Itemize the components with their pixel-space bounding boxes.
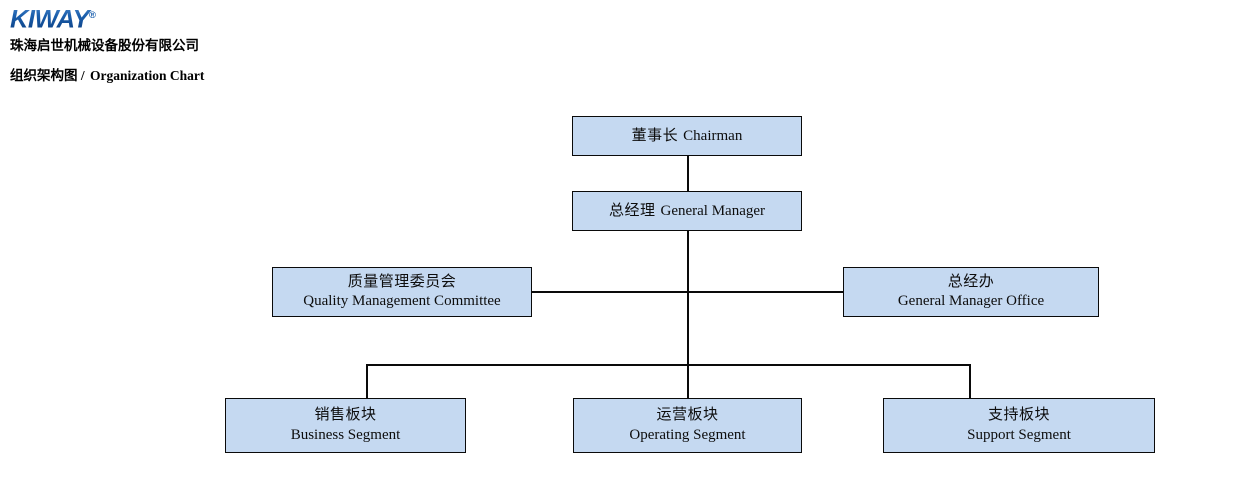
node-chairman-label-en: Chairman <box>683 127 743 144</box>
node-general-manager-label-en: General Manager <box>660 202 766 219</box>
page-title-separator: / <box>77 68 89 83</box>
node-operating-label-cn: 运营板块 <box>656 407 719 424</box>
node-business-label-en: Business Segment <box>290 426 401 443</box>
node-quality-management-committee[interactable]: 质量管理委员会 Quality Management Committee <box>272 267 532 317</box>
node-general-manager-office[interactable]: 总经办 General Manager Office <box>843 267 1099 317</box>
node-operating-label-en: Operating Segment <box>629 426 746 443</box>
connector-drop-support <box>969 364 971 398</box>
connector-drop-operating <box>687 364 689 398</box>
node-support-segment[interactable]: 支持板块 Support Segment <box>883 398 1155 453</box>
kiway-logo: KIWAY® <box>10 2 96 32</box>
connector-staff-bar <box>532 291 844 293</box>
connector-segments-bar <box>366 364 971 366</box>
node-operating-segment[interactable]: 运营板块 Operating Segment <box>573 398 802 453</box>
company-name: 珠海启世机械设备股份有限公司 <box>10 38 199 53</box>
node-business-segment[interactable]: 销售板块 Business Segment <box>225 398 466 453</box>
connector-chairman-to-gm <box>687 156 689 192</box>
node-business-label-cn: 销售板块 <box>314 407 377 424</box>
node-qmc-label-cn: 质量管理委员会 <box>347 273 457 290</box>
node-gm-office-label-en: General Manager Office <box>897 293 1045 309</box>
node-chairman-label-cn: 董事长 <box>631 127 679 144</box>
page-title-en: Organization Chart <box>90 68 205 83</box>
node-support-label-en: Support Segment <box>967 426 1071 443</box>
page-header: KIWAY® <box>10 2 430 32</box>
registered-trademark-icon: ® <box>89 10 96 20</box>
node-qmc-label-en: Quality Management Committee <box>303 293 501 309</box>
node-gm-office-label-cn: 总经办 <box>947 273 995 290</box>
node-general-manager-label-cn: 总经理 <box>608 202 656 219</box>
connector-gm-trunk <box>687 231 689 365</box>
node-support-label-cn: 支持板块 <box>987 407 1050 424</box>
page-title: 组织架构图 / Organization Chart <box>10 64 204 84</box>
page-title-cn: 组织架构图 <box>10 68 78 83</box>
connector-drop-business <box>366 364 368 398</box>
